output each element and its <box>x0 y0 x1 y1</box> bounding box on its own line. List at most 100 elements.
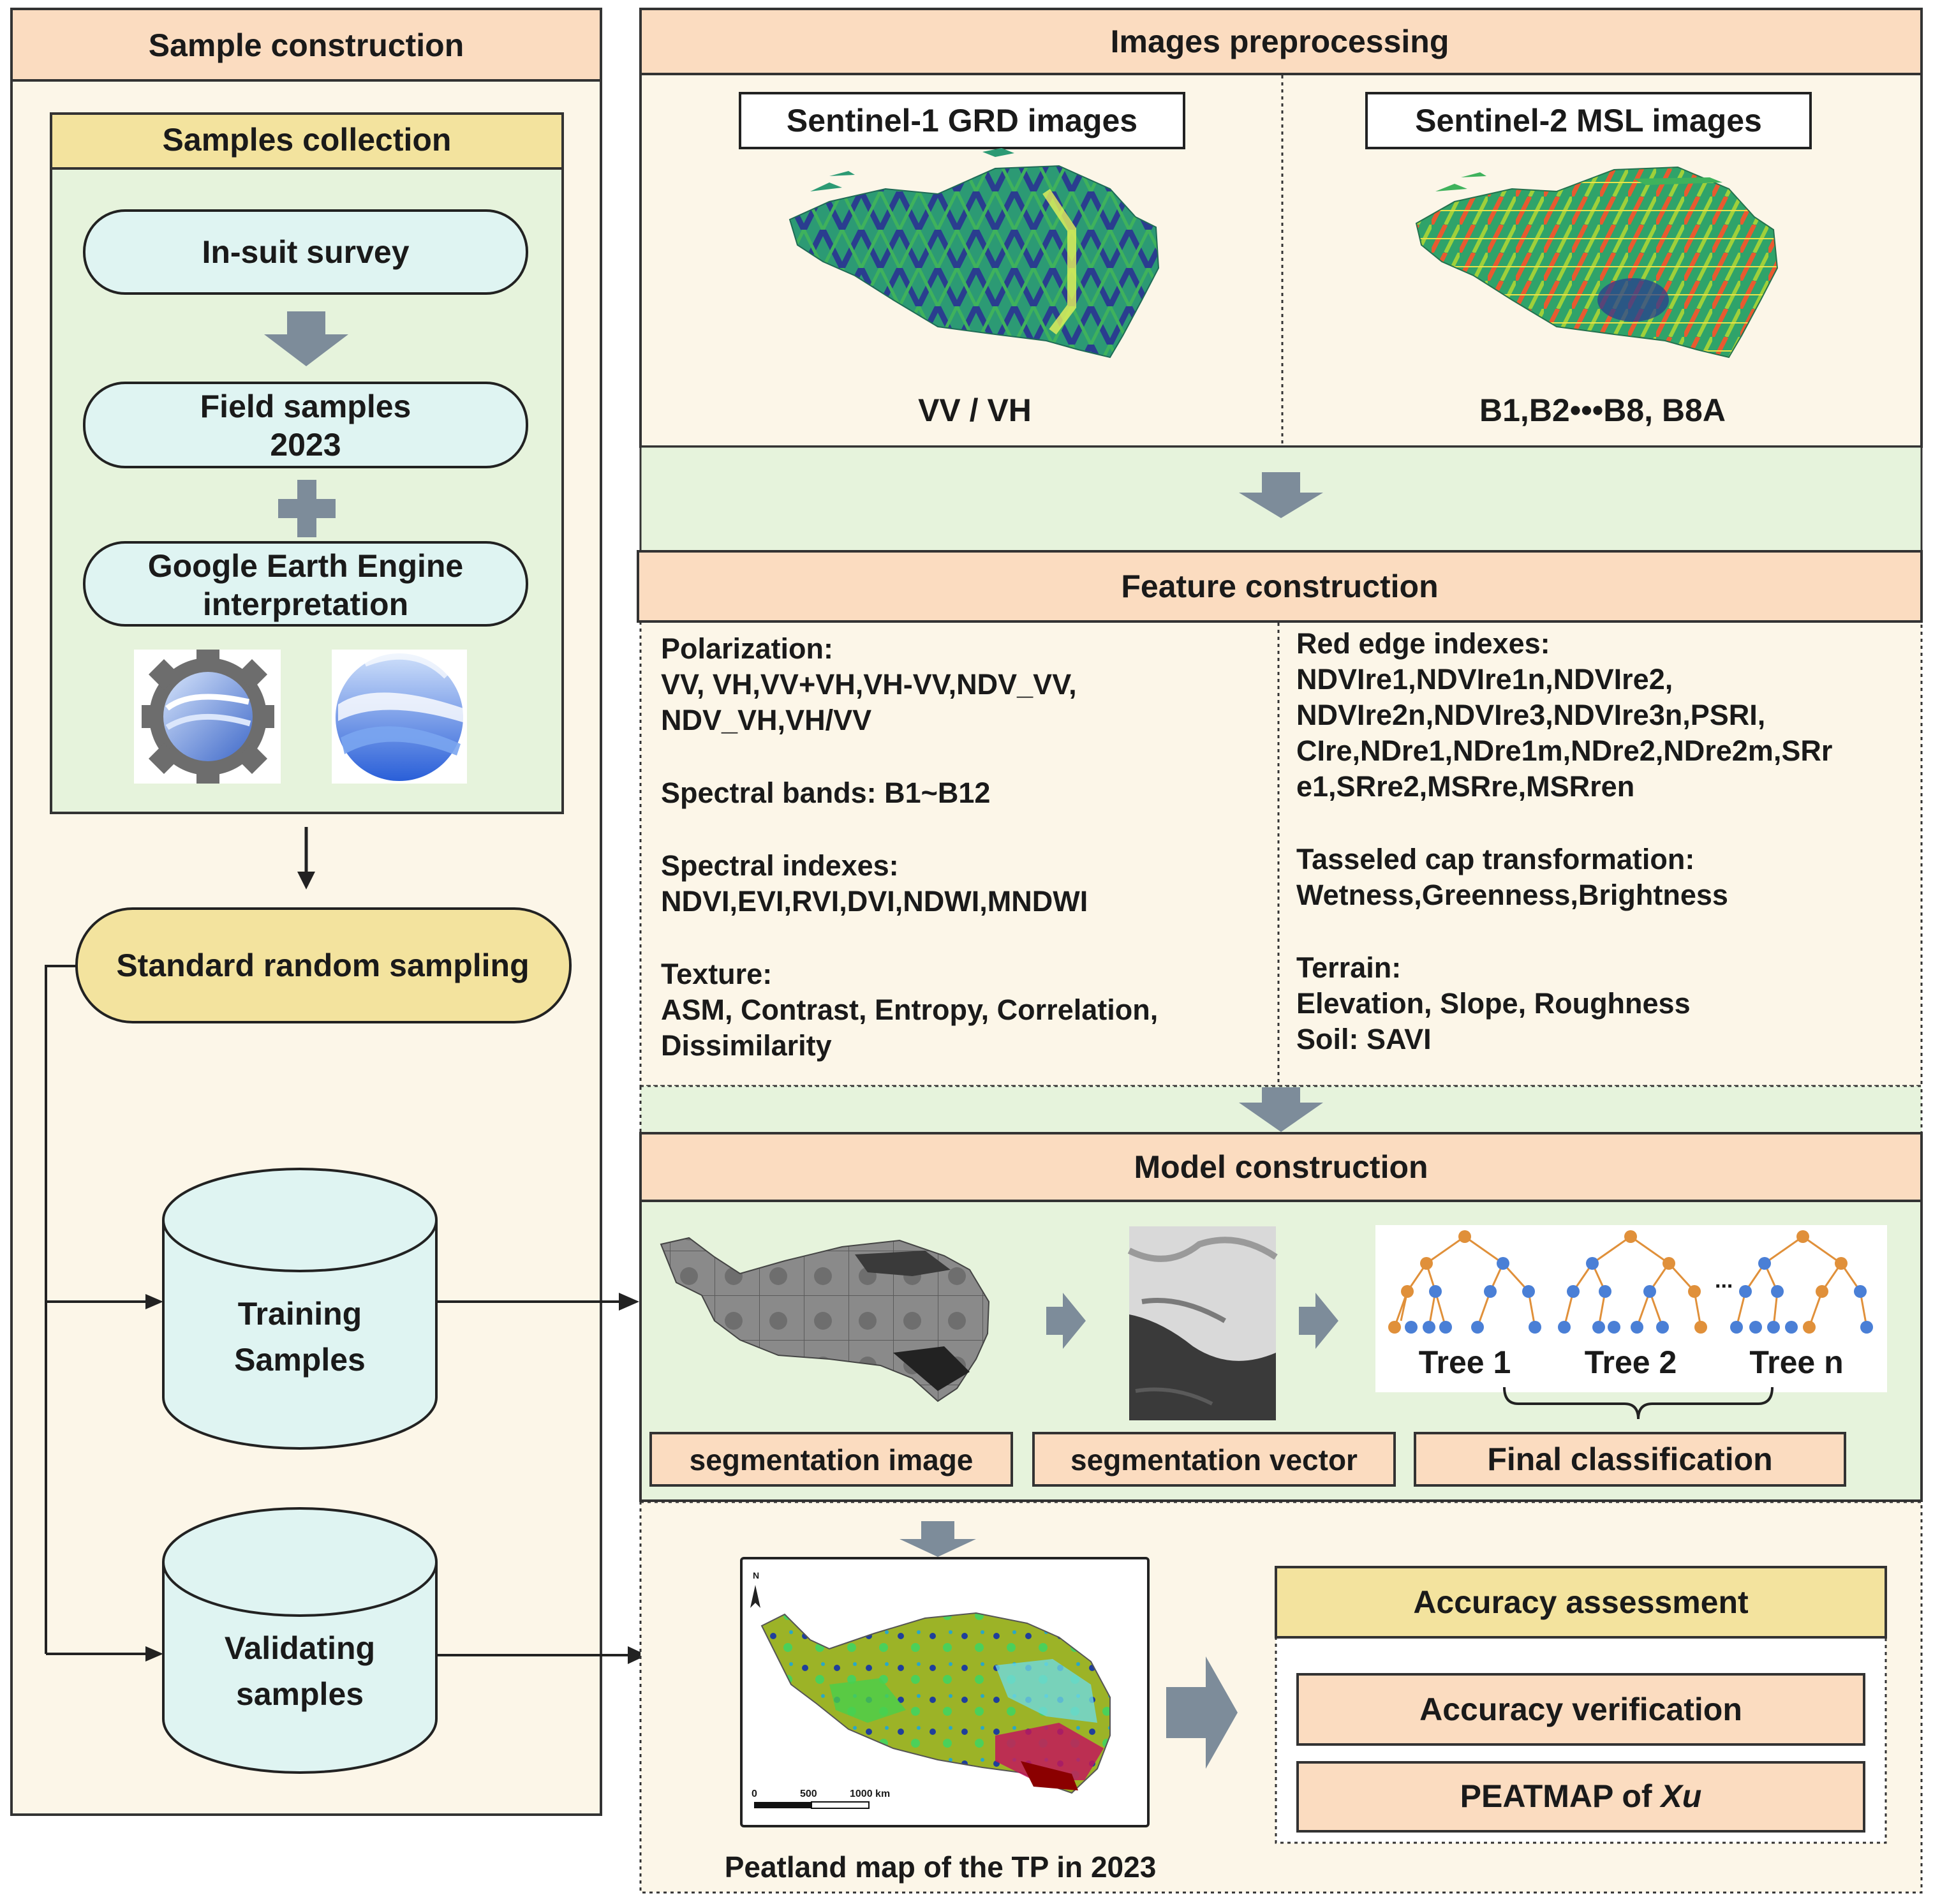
right-arrow-icon <box>1299 1293 1338 1349</box>
polarization-line2: NDV_VH,VH/VV <box>661 704 871 736</box>
peatmap-label: PEATMAP of Xu <box>1460 1778 1702 1814</box>
polarization-title: Polarization: <box>661 632 833 665</box>
model-construction-title: Model construction <box>1134 1149 1428 1185</box>
down-arrow-icon <box>1239 1087 1323 1132</box>
gee-interpretation-line2: interpretation <box>203 586 408 622</box>
arrowhead-training-to-model <box>619 1293 639 1311</box>
north-label: N <box>753 1570 759 1580</box>
samples-collection-title: Samples collection <box>163 122 452 158</box>
in-suit-survey-label: In-suit survey <box>202 234 409 270</box>
down-arrow-icon <box>900 1521 976 1557</box>
model-construction-panel: Model construction <box>639 1132 1923 1502</box>
scale-label-0: 0 <box>752 1789 757 1799</box>
peatland-map-caption: Peatland map of the TP in 2023 <box>725 1850 1157 1884</box>
training-samples-line1: Training <box>238 1296 362 1332</box>
field-samples-label-line2: 2023 <box>270 427 341 463</box>
plus-icon <box>278 480 336 537</box>
tree-2-label: Tree 2 <box>1585 1344 1677 1380</box>
red-edge-line3: CIre,NDre1,NDre1m,NDre2,NDre2m,SRr <box>1296 734 1832 767</box>
segmentation-vector-box <box>1032 1432 1396 1487</box>
gee-interpretation-capsule <box>83 541 528 627</box>
validating-samples-line1: Validating <box>225 1630 375 1666</box>
soil-values: Soil: SAVI <box>1296 1023 1432 1055</box>
texture-line1: ASM, Contrast, Entropy, Correlation, <box>661 993 1158 1026</box>
tree-n-label: Tree n <box>1749 1344 1843 1380</box>
google-earth-logo <box>332 650 467 784</box>
final-classification-label: Final classification <box>1487 1441 1772 1477</box>
arrowhead-to-training <box>145 1294 163 1309</box>
images-preprocessing-title: Images preprocessing <box>1111 24 1449 59</box>
tree-2-icon <box>1558 1230 1707 1334</box>
peatmap-author: Xu <box>1659 1778 1701 1814</box>
peatmap-prefix: PEATMAP of <box>1460 1778 1661 1814</box>
segmentation-vector-label: segmentation vector <box>1070 1443 1358 1476</box>
sentinel-2-image <box>1415 166 1779 359</box>
segmentation-image-label: segmentation image <box>690 1443 974 1476</box>
spectral-bands: Spectral bands: B1~B12 <box>661 777 990 809</box>
tree-1-label: Tree 1 <box>1419 1344 1511 1380</box>
accuracy-assessment-header <box>1275 1566 1887 1639</box>
peatmap-box <box>1296 1761 1865 1833</box>
google-earth-engine-logo <box>134 650 281 784</box>
training-samples-cylinder: Training Samples <box>162 1168 438 1450</box>
trees-ellipsis: ... <box>1715 1268 1733 1293</box>
segmentation-gray-map <box>660 1237 990 1402</box>
sentinel-2-label: Sentinel-2 MSL images <box>1415 103 1762 138</box>
right-arrow-icon <box>1046 1293 1086 1349</box>
accuracy-verification-label: Accuracy verification <box>1419 1692 1742 1727</box>
results-panel: N 0 500 1000 km Peatland map of the TP i… <box>639 1501 1923 1894</box>
scale-label-500: 500 <box>800 1789 817 1799</box>
texture-line2: Dissimilarity <box>661 1029 832 1062</box>
random-forest-trees: ... Tree 1 Tree 2 Tree n <box>1375 1225 1887 1392</box>
tasseled-cap-values: Wetness,Greenness,Brightness <box>1296 879 1728 911</box>
field-samples-capsule <box>83 382 528 468</box>
sample-construction-title: Sample construction <box>149 27 464 63</box>
arrowhead-to-validating <box>145 1646 163 1662</box>
in-suit-survey-capsule <box>83 209 528 295</box>
red-edge-title: Red edge indexes: <box>1296 627 1550 660</box>
accuracy-assessment-title: Accuracy assessment <box>1413 1584 1749 1620</box>
sentinel-2-label-box <box>1365 92 1812 149</box>
red-edge-line1: NDVIre1,NDVIre1n,NDVIre2, <box>1296 663 1673 695</box>
terrain-values: Elevation, Slope, Roughness <box>1296 987 1691 1020</box>
sampling-connector <box>45 965 77 1654</box>
sentinel-2-bands: B1,B2•••B8, B8A <box>1479 392 1726 428</box>
accuracy-verification-box <box>1296 1673 1865 1746</box>
tree-1-icon <box>1388 1230 1541 1334</box>
feature-construction-title: Feature construction <box>1121 569 1438 604</box>
sentinel-1-image <box>789 148 1160 359</box>
segmentation-vector-image <box>1127 1226 1278 1420</box>
spectral-indexes: NDVI,EVI,RVI,DVI,NDWI,MNDWI <box>661 885 1088 918</box>
scale-bar <box>754 1801 870 1809</box>
final-classification-box <box>1414 1432 1846 1487</box>
validating-samples-line2: samples <box>236 1676 364 1712</box>
arrowhead-to-sampling <box>297 872 315 889</box>
validating-samples-cylinder: Validating samples <box>162 1507 438 1774</box>
arrowhead-validating-to-results <box>628 1646 647 1664</box>
standard-random-sampling-label: Standard random sampling <box>116 948 529 983</box>
sentinel-1-label: Sentinel-1 GRD images <box>787 103 1137 138</box>
sentinel-1-bands: VV / VH <box>918 392 1032 428</box>
right-arrow-icon <box>1166 1656 1238 1769</box>
peatland-map: N 0 500 1000 km <box>740 1557 1150 1827</box>
images-preprocessing-panel: Images preprocessing Sentinel-1 GRD imag… <box>639 8 1923 448</box>
tasseled-cap-title: Tasseled cap transformation: <box>1296 843 1694 875</box>
trees-brace <box>1503 1387 1774 1420</box>
down-arrow-icon <box>1239 472 1323 518</box>
texture-title: Texture: <box>661 958 772 990</box>
terrain-title: Terrain: <box>1296 951 1401 984</box>
polarization-line1: VV, VH,VV+VH,VH-VV,NDV_VV, <box>661 668 1077 701</box>
red-edge-line4: e1,SRre2,MSRre,MSRren <box>1296 770 1634 803</box>
red-edge-line2: NDVIre2n,NDVIre3,NDVIre3n,PSRI, <box>1296 699 1765 731</box>
feature-construction-panel: Feature construction Polarization: VV, V… <box>637 550 1923 1087</box>
scale-label-1000: 1000 km <box>850 1789 890 1799</box>
gee-interpretation-line1: Google Earth Engine <box>148 548 463 584</box>
field-samples-label-line1: Field samples <box>200 389 411 424</box>
down-arrow-icon <box>264 311 348 366</box>
tree-n-icon <box>1730 1230 1873 1334</box>
spectral-indexes-title: Spectral indexes: <box>661 849 899 882</box>
training-samples-line2: Samples <box>234 1342 366 1378</box>
samples-collection-box: Samples collection In-suit survey Field … <box>50 112 564 814</box>
north-arrow-icon <box>750 1585 760 1608</box>
